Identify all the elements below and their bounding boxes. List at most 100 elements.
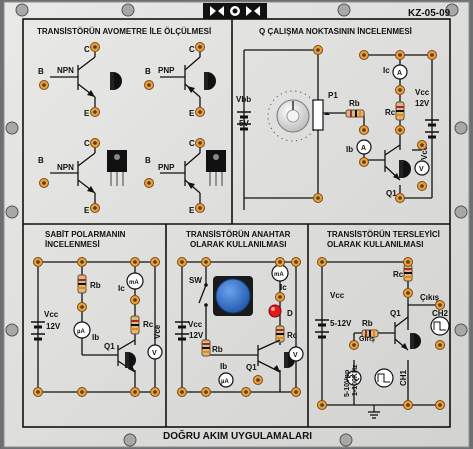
banana-socket[interactable] — [395, 85, 405, 95]
banana-socket[interactable] — [77, 257, 87, 267]
banana-socket[interactable] — [77, 302, 87, 312]
banana-socket[interactable] — [177, 257, 187, 267]
b-label-pnp-top: B — [145, 67, 151, 76]
banana-socket[interactable] — [395, 193, 405, 203]
banana-socket[interactable] — [39, 80, 49, 90]
ic-meter-label: A — [397, 70, 402, 77]
ib-microammeter-anahtar — [218, 372, 234, 388]
banana-socket[interactable] — [90, 203, 100, 213]
tersleyici-title-1: TRANSİSTÖRÜN TERSLEYİCİ — [327, 230, 440, 239]
banana-socket[interactable] — [417, 181, 427, 191]
banana-socket[interactable] — [253, 375, 263, 385]
e-label-npn-bottom: E — [84, 206, 90, 215]
sw-switch-symbol — [198, 283, 208, 307]
banana-socket[interactable] — [130, 295, 140, 305]
banana-socket[interactable] — [201, 387, 211, 397]
qpoint-title: Q ÇALIŞMA NOKTASININ İNCELENMESİ — [259, 27, 412, 36]
b-label-pnp-bottom: B — [145, 156, 151, 165]
ch1-label: CH1 — [399, 369, 408, 386]
rb-resistor-qpoint — [345, 109, 365, 118]
c-label-pnp-top: C — [189, 45, 195, 54]
vcc-value-anahtar: 12V — [189, 331, 204, 340]
vce-label-qpoint: Vce — [420, 145, 429, 160]
banana-socket[interactable] — [313, 193, 323, 203]
ic-label-sabit: Ic — [118, 284, 125, 293]
company-logo — [203, 3, 267, 19]
ic-ammeter — [392, 64, 408, 80]
banana-socket[interactable] — [275, 257, 285, 267]
banana-sockets[interactable] — [33, 42, 445, 410]
led-d — [268, 304, 282, 318]
banana-socket[interactable] — [359, 50, 369, 60]
vce-voltmeter-qpoint — [414, 160, 430, 176]
vbb-battery — [237, 111, 251, 131]
banana-socket[interactable] — [317, 400, 327, 410]
banana-socket[interactable] — [241, 387, 251, 397]
e-label-pnp-top: E — [189, 109, 195, 118]
banana-socket[interactable] — [144, 80, 154, 90]
banana-socket[interactable] — [195, 138, 205, 148]
rb-label-qpoint: Rb — [349, 99, 360, 108]
rc-label-sabit: Rc — [143, 320, 154, 329]
banana-socket[interactable] — [435, 340, 445, 350]
q1-label-sabit: Q1 — [104, 342, 115, 351]
to126-npn — [107, 150, 127, 186]
banana-socket[interactable] — [195, 107, 205, 117]
banana-socket[interactable] — [195, 42, 205, 52]
banana-socket[interactable] — [317, 257, 327, 267]
banana-socket[interactable] — [359, 157, 369, 167]
q1-transistor-tersleyici — [394, 316, 421, 351]
banana-socket[interactable] — [349, 340, 359, 350]
vcc-label-qpoint: Vcc — [415, 88, 430, 97]
vcc-label-sabit: Vcc — [44, 310, 59, 319]
p1-resistor-symbol — [312, 99, 324, 131]
banana-socket[interactable] — [90, 138, 100, 148]
banana-socket[interactable] — [90, 107, 100, 117]
to92-pnp — [204, 72, 216, 90]
ic-milliammeter-sabit — [126, 272, 144, 290]
rb-label-tersleyici: Rb — [362, 319, 373, 328]
vcc-battery-sabit — [31, 321, 45, 341]
banana-socket[interactable] — [417, 140, 427, 150]
banana-socket[interactable] — [77, 387, 87, 397]
banana-socket[interactable] — [39, 178, 49, 188]
banana-socket[interactable] — [427, 50, 437, 60]
banana-socket[interactable] — [403, 288, 413, 298]
banana-socket[interactable] — [33, 387, 43, 397]
ground-icon — [368, 405, 380, 419]
tersleyici-title-2: OLARAK KULLANILMASI — [327, 240, 423, 249]
banana-socket[interactable] — [291, 257, 301, 267]
banana-socket[interactable] — [144, 178, 154, 188]
banana-socket[interactable] — [150, 387, 160, 397]
banana-socket[interactable] — [435, 300, 445, 310]
ib-label-anahtar: Ib — [220, 362, 227, 371]
banana-socket[interactable] — [177, 387, 187, 397]
push-button[interactable] — [213, 276, 253, 316]
banana-socket[interactable] — [313, 45, 323, 55]
pnp-small-symbol — [160, 52, 201, 107]
panel-tersleyici: TRANSİSTÖRÜN TERSLEYİCİ OLARAK KULLANILM… — [315, 230, 450, 419]
b-label-npn-bottom: B — [38, 156, 44, 165]
banana-socket[interactable] — [403, 257, 413, 267]
ib-label-sabit: Ib — [92, 333, 99, 342]
banana-socket[interactable] — [403, 400, 413, 410]
banana-socket[interactable] — [150, 257, 160, 267]
banana-socket[interactable] — [33, 257, 43, 267]
ch1-probe-symbol — [374, 368, 394, 388]
banana-socket[interactable] — [195, 203, 205, 213]
screws — [5, 3, 468, 447]
banana-socket[interactable] — [90, 42, 100, 52]
banana-socket[interactable] — [291, 387, 301, 397]
panel-anahtar: TRANSİSTÖRÜN ANAHTAR OLARAK KULLANILMASI… — [175, 230, 304, 393]
generator-frequency: 1-100KHz — [352, 364, 359, 396]
banana-socket[interactable] — [395, 50, 405, 60]
banana-socket[interactable] — [201, 257, 211, 267]
banana-socket[interactable] — [435, 400, 445, 410]
banana-socket[interactable] — [395, 125, 405, 135]
ua-label-sabit: µA — [77, 329, 85, 335]
banana-socket[interactable] — [130, 387, 140, 397]
banana-socket[interactable] — [130, 257, 140, 267]
v-label-sabit: V — [152, 350, 157, 357]
banana-socket[interactable] — [359, 125, 369, 135]
banana-socket[interactable] — [275, 292, 285, 302]
